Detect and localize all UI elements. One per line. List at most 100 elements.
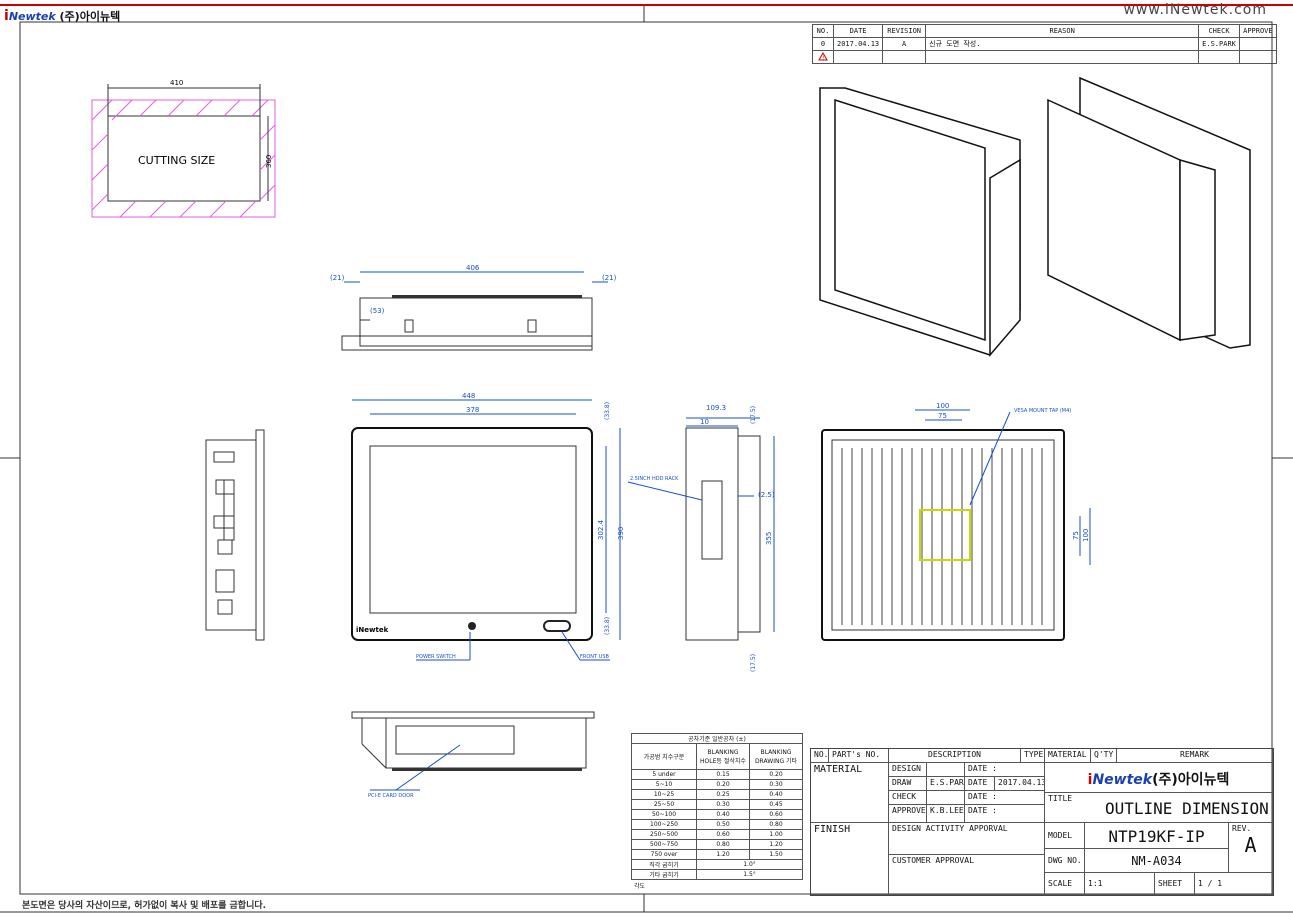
tb-finish: FINISH <box>811 823 889 895</box>
tb-approve-name: K.B.LEE <box>927 805 965 823</box>
tb-h-desc: DESCRIPTION <box>889 749 1021 763</box>
tb-customer-approval: CUSTOMER APPROVAL <box>889 855 1045 895</box>
front-outer-label: 448 <box>462 392 475 400</box>
tol-col1: 가공범 치수구분 <box>631 743 697 770</box>
bottom-view <box>351 711 595 791</box>
logo-i: i <box>4 8 9 24</box>
tb-dwg-value: NM-A034 <box>1085 849 1229 873</box>
tol-r7c1: 0.80 <box>696 839 750 850</box>
tol-r4c1: 0.40 <box>696 809 750 820</box>
tb-draw-name: E.S.PARK <box>927 777 965 791</box>
tb-design: DESIGN <box>889 763 927 777</box>
top-left-label: (21) <box>330 274 345 282</box>
front-view <box>351 399 621 661</box>
tb-design-date: DATE : <box>965 763 1045 777</box>
hdd-rack-label: 2.5INCH HDD RACK <box>630 476 679 482</box>
tol-r0c2: 0.20 <box>749 769 803 780</box>
side-depth-label: 109.3 <box>706 404 726 412</box>
vesa-100-label: 100 <box>936 402 949 410</box>
tb-rev-value: A <box>1244 833 1257 857</box>
side-top-label: (17.5) <box>750 406 757 424</box>
tol-r1c1: 0.20 <box>696 779 750 790</box>
logo-korean: (주)아이뉴텍 <box>59 10 121 23</box>
tol-r3c0: 25~50 <box>631 799 697 810</box>
back-view <box>821 409 1091 641</box>
side-2-5-label: (2.5) <box>758 491 775 499</box>
tb-dwg-label: DWG NO. <box>1045 849 1085 873</box>
tol-r0c0: 5 under <box>631 769 697 780</box>
side-height-label: 355 <box>765 532 773 545</box>
tb-sheet-value: 1 / 1 <box>1195 873 1273 895</box>
tb-approve-date: DATE : <box>965 805 1045 823</box>
tol-r0c1: 0.15 <box>696 769 750 780</box>
front-usb-label: FRONT USB <box>580 654 610 660</box>
front-bottom-margin: (33.8) <box>604 617 611 635</box>
vesa-v100-label: 100 <box>1082 529 1090 542</box>
tb-scale-value: 1:1 <box>1085 873 1155 895</box>
tol-r3c1: 0.30 <box>696 799 750 810</box>
tb-draw: DRAW <box>889 777 927 791</box>
tb-h-part: PART's NO. <box>829 749 889 763</box>
tol-r3c2: 0.45 <box>749 799 803 810</box>
top-view <box>341 271 608 351</box>
tolerance-table: 공차기준 일반공차 (±) 가공범 치수구분 BLANKING HOLE등 절삭… <box>631 733 803 880</box>
tb-draw-date-label: DATE : <box>965 777 995 791</box>
tol-angle-label: 각도 <box>634 883 646 890</box>
tol-r8c2: 1.50 <box>749 849 803 860</box>
isometric-back-view <box>1047 76 1251 349</box>
top-small-label: (53) <box>370 307 385 315</box>
vesa-v75-label: 75 <box>1072 531 1080 540</box>
tb-draw-date: 2017.04.13 <box>995 777 1045 791</box>
tb-logo-name: Newtek <box>1092 772 1153 788</box>
tol-r4c0: 50~100 <box>631 809 697 820</box>
tol-angle-r1-label: 기타 굽히기 <box>631 869 697 880</box>
tb-model-label: MODEL <box>1045 823 1085 849</box>
cut-height-label: 360 <box>265 155 273 168</box>
header-rule <box>0 4 1293 6</box>
tb-check-date: DATE : <box>965 791 1045 805</box>
tol-r1c0: 5~10 <box>631 779 697 790</box>
tol-r6c1: 0.60 <box>696 829 750 840</box>
tb-logo-i: i <box>1087 772 1093 788</box>
tol-r1c2: 0.30 <box>749 779 803 790</box>
tb-design-activity: DESIGN ACTIVITY APPORVAL <box>889 823 1045 855</box>
pcie-door-label: PCI-E CARD DOOR <box>368 793 414 799</box>
tol-angle-r1-value: 1.5° <box>696 869 803 880</box>
front-top-margin: (33.8) <box>604 402 611 420</box>
tb-logo: iNewtek(주)아이뉴텍 <box>1045 763 1273 793</box>
tol-r4c2: 0.60 <box>749 809 803 820</box>
isometric-front-view <box>819 87 1021 358</box>
left-side-view <box>205 429 265 641</box>
cutting-size-label: CUTTING SIZE <box>138 154 215 167</box>
tb-title-label: TITLE <box>1048 794 1073 803</box>
power-switch-label: POWER SWITCH <box>416 654 456 660</box>
tb-scale-label: SCALE <box>1045 873 1085 895</box>
tb-h-remark: REMARK <box>1117 749 1273 763</box>
tol-title: 공차기준 일반공차 (±) <box>631 733 803 744</box>
tol-r6c0: 250~500 <box>631 829 697 840</box>
top-width-label: 406 <box>466 264 480 272</box>
tb-material: MATERIAL <box>811 763 889 823</box>
tol-col2: BLANKING HOLE등 절삭치수 <box>696 743 750 770</box>
tb-sheet-label: SHEET <box>1155 873 1195 895</box>
website-url: www.iNewtek.com <box>1123 2 1267 18</box>
cutting-size-view: 410 CUTTING SIZE 360 <box>91 79 276 218</box>
tol-r2c1: 0.25 <box>696 789 750 800</box>
tb-h-qty: Q'TY <box>1091 749 1117 763</box>
front-logo: iNewtek <box>356 626 389 634</box>
tb-check-name <box>927 791 965 805</box>
tol-r7c0: 500~750 <box>631 839 697 850</box>
tb-h-material: MATERIAL <box>1045 749 1091 763</box>
logo-name: Newtek <box>8 10 56 23</box>
side-bottom-label: (17.5) <box>750 654 757 672</box>
tb-h-no: NO. <box>811 749 829 763</box>
tb-rev-cell: REV. A <box>1229 823 1273 873</box>
tol-r8c1: 1.20 <box>696 849 750 860</box>
tb-title-value: OUTLINE DIMENSION <box>1105 799 1269 818</box>
tol-angle-r0-label: 직각 굽히기 <box>631 859 697 870</box>
tb-check: CHECK <box>889 791 927 805</box>
front-inner-label: 378 <box>466 406 479 414</box>
tol-col3: BLANKING DRAWING 기타 <box>749 743 803 770</box>
right-side-view <box>627 417 775 641</box>
